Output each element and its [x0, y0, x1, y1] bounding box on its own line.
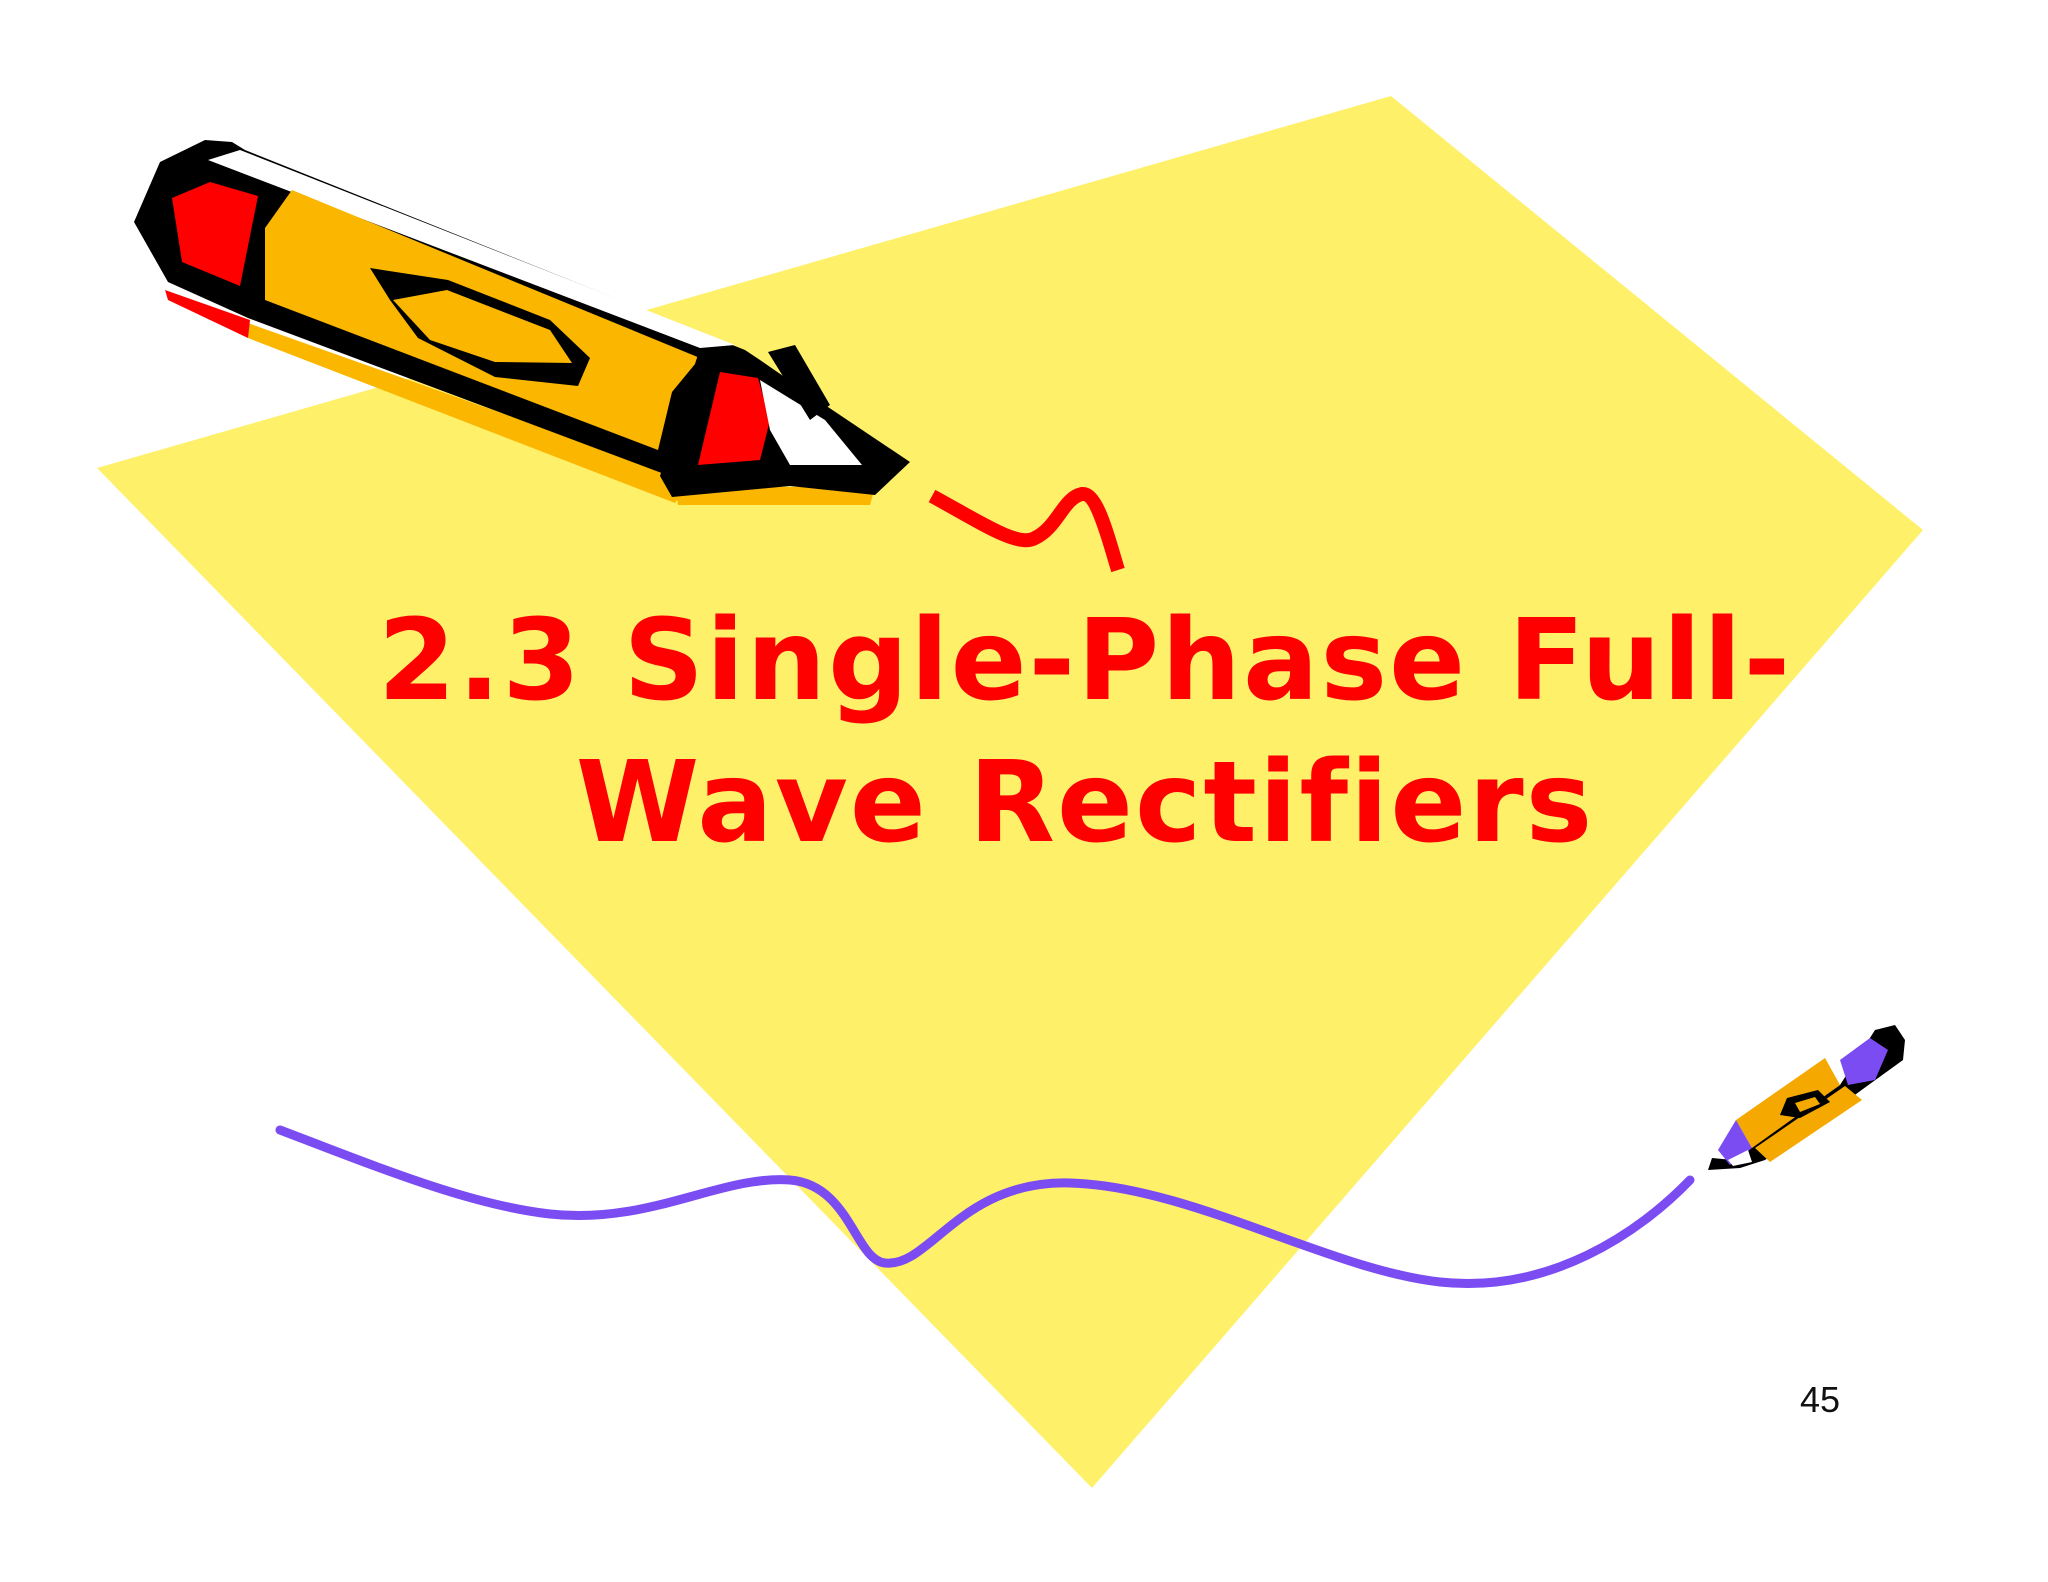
slide-title: 2.3 Single-Phase Full- Wave Rectifiers — [260, 590, 1910, 874]
small-pencil-icon — [1708, 1025, 1905, 1170]
purple-squiggle-line — [275, 1125, 1695, 1288]
page-number: 45 — [1799, 1379, 1840, 1420]
red-squiggle-line — [928, 487, 1125, 573]
large-pencil-icon — [134, 140, 910, 505]
slide-title-line-1: 2.3 Single-Phase Full- — [377, 596, 1793, 726]
slide-title-line-2: Wave Rectifiers — [575, 738, 1595, 868]
